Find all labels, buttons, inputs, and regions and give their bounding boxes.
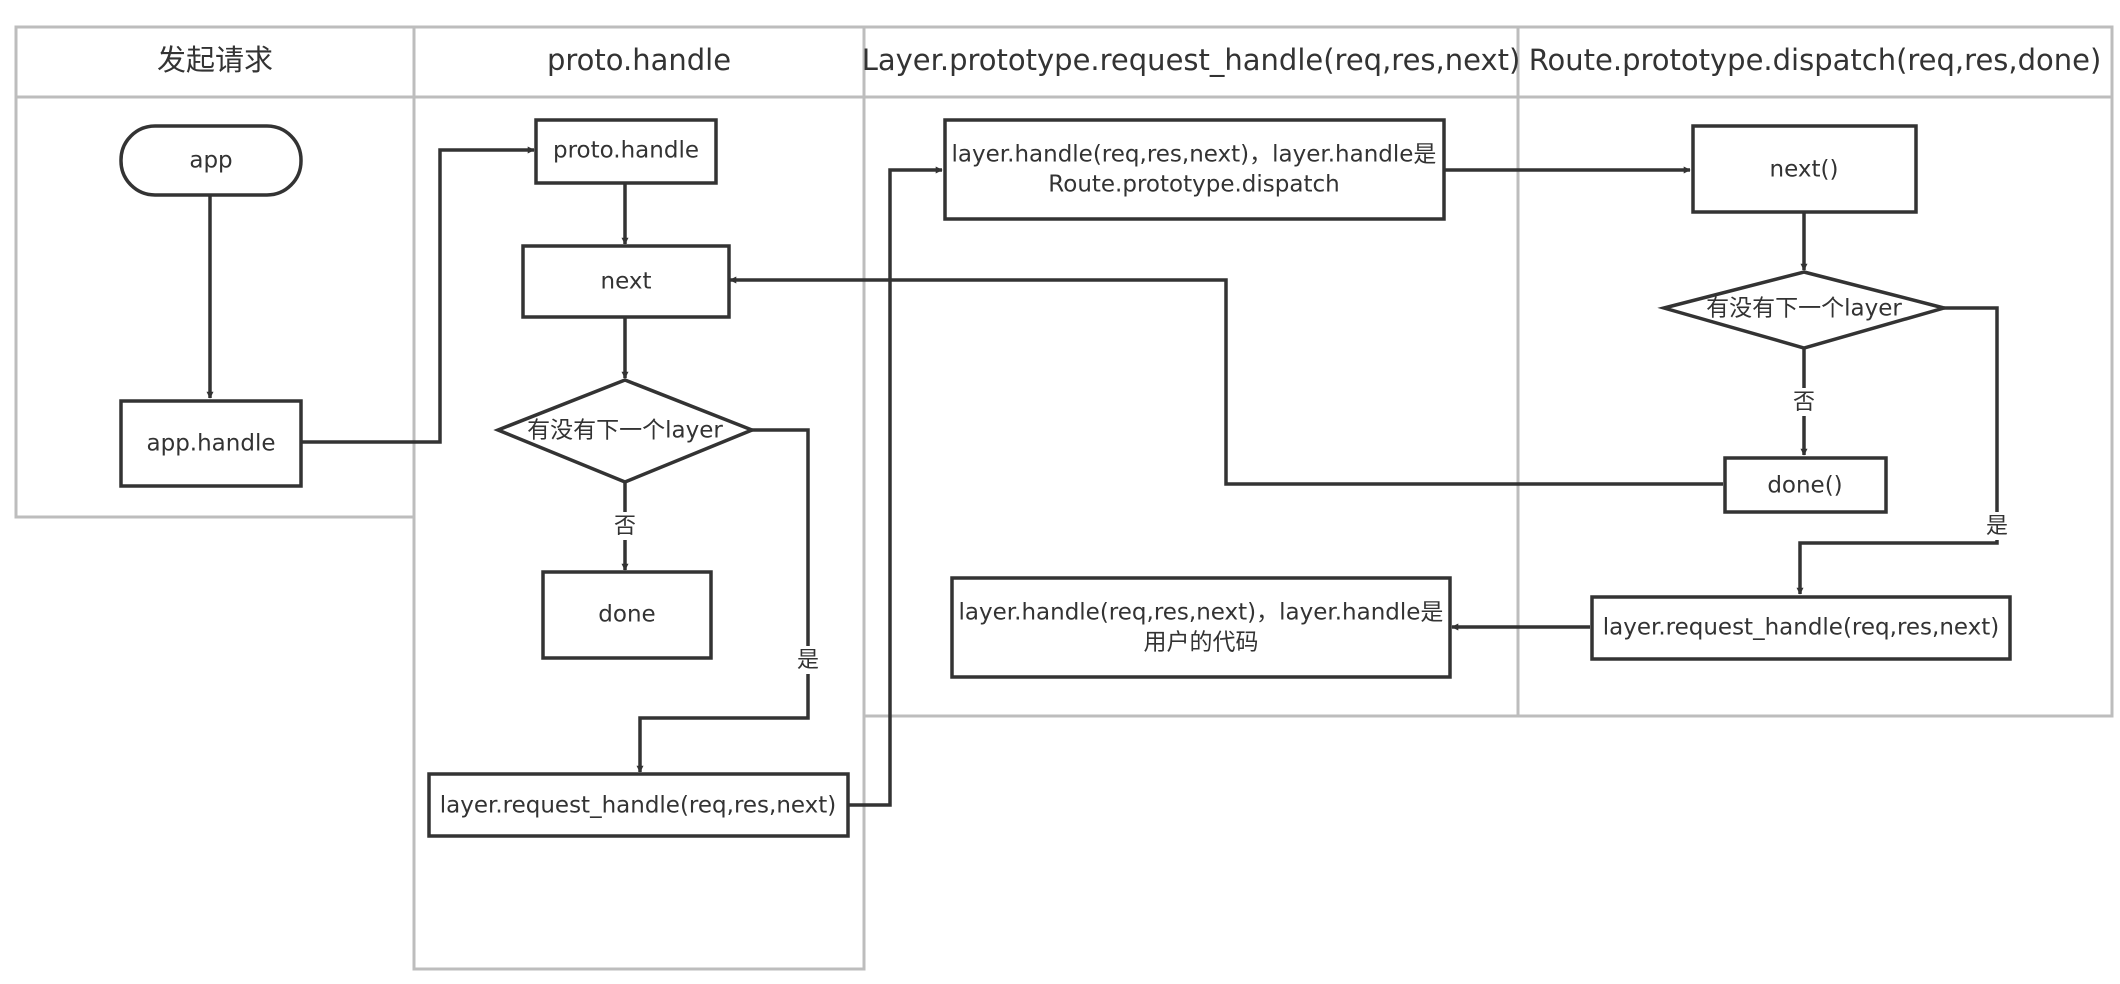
node-route-request-handle xyxy=(1590,595,2012,661)
edge-proto-request-handle-to-layer-handle xyxy=(848,166,943,807)
node-proto-done xyxy=(541,570,713,660)
node-app-label: app xyxy=(189,148,232,174)
node-layer-handle-user-code-line1: layer.handle(req,res,next)，layer.handle是 xyxy=(959,600,1444,626)
nodes: app app.handle proto.handle next 有没有下一个l… xyxy=(119,118,2012,838)
label-bg-proto-no xyxy=(610,512,640,540)
node-layer-handle-dispatch xyxy=(943,118,1446,221)
node-route-done-label: done() xyxy=(1767,473,1842,499)
node-proto-done-label: done xyxy=(598,602,655,628)
node-layer-handle-dispatch-line2: Route.prototype.dispatch xyxy=(1048,172,1339,198)
node-route-decision xyxy=(1657,270,1951,350)
swimlanes: 发起请求 proto.handle Layer.prototype.reques… xyxy=(14,25,2114,971)
node-next xyxy=(521,244,731,319)
lane-title-route-dispatch: Route.prototype.dispatch(req,res,done) xyxy=(1529,43,2102,77)
edge-route-decision-yes xyxy=(1796,306,1999,595)
node-app-handle xyxy=(119,399,303,488)
node-proto-decision xyxy=(493,378,757,484)
node-next-label: next xyxy=(601,269,652,295)
node-proto-decision-label: 有没有下一个layer xyxy=(527,418,723,444)
node-app-terminator xyxy=(119,124,303,197)
edge-label-route-no: 否 xyxy=(1793,390,1815,415)
node-proto-handle-label: proto.handle xyxy=(553,138,699,164)
edge-label-proto-no: 否 xyxy=(614,514,636,539)
label-bg-route-yes xyxy=(1982,512,2012,540)
lane-title-request-initiation: 发起请求 xyxy=(157,43,273,77)
node-layer-handle-dispatch-line1: layer.handle(req,res,next)，layer.handle是 xyxy=(952,142,1437,168)
node-route-done xyxy=(1723,456,1888,514)
node-proto-request-handle xyxy=(427,772,850,838)
edge-label-route-yes: 是 xyxy=(1986,514,2008,539)
node-route-decision-label: 有没有下一个layer xyxy=(1706,296,1902,322)
label-bg-proto-yes xyxy=(793,646,823,674)
lane-title-proto-handle: proto.handle xyxy=(547,43,731,77)
node-route-request-handle-label: layer.request_handle(req,res,next) xyxy=(1603,615,2000,641)
edge-route-done-to-next xyxy=(729,276,1723,486)
node-route-next xyxy=(1691,124,1918,214)
label-bg-route-no xyxy=(1789,388,1819,416)
node-app-handle-label: app.handle xyxy=(147,431,276,457)
edge-labels: 否 是 否 是 xyxy=(610,388,2012,674)
node-layer-handle-user-code-line2: 用户的代码 xyxy=(1144,630,1259,656)
node-layer-handle-user-code xyxy=(950,576,1452,679)
edges xyxy=(206,146,1999,807)
edge-proto-decision-yes xyxy=(636,428,810,773)
lane-title-layer-request-handle: Layer.prototype.request_handle(req,res,n… xyxy=(862,43,1521,77)
edge-label-proto-yes: 是 xyxy=(797,648,819,673)
node-proto-request-handle-label: layer.request_handle(req,res,next) xyxy=(440,793,837,819)
node-route-next-label: next() xyxy=(1770,157,1839,183)
edge-app-handle-to-proto-handle xyxy=(301,146,535,444)
node-proto-handle xyxy=(534,118,718,185)
lane-route-dispatch xyxy=(1516,25,2114,718)
